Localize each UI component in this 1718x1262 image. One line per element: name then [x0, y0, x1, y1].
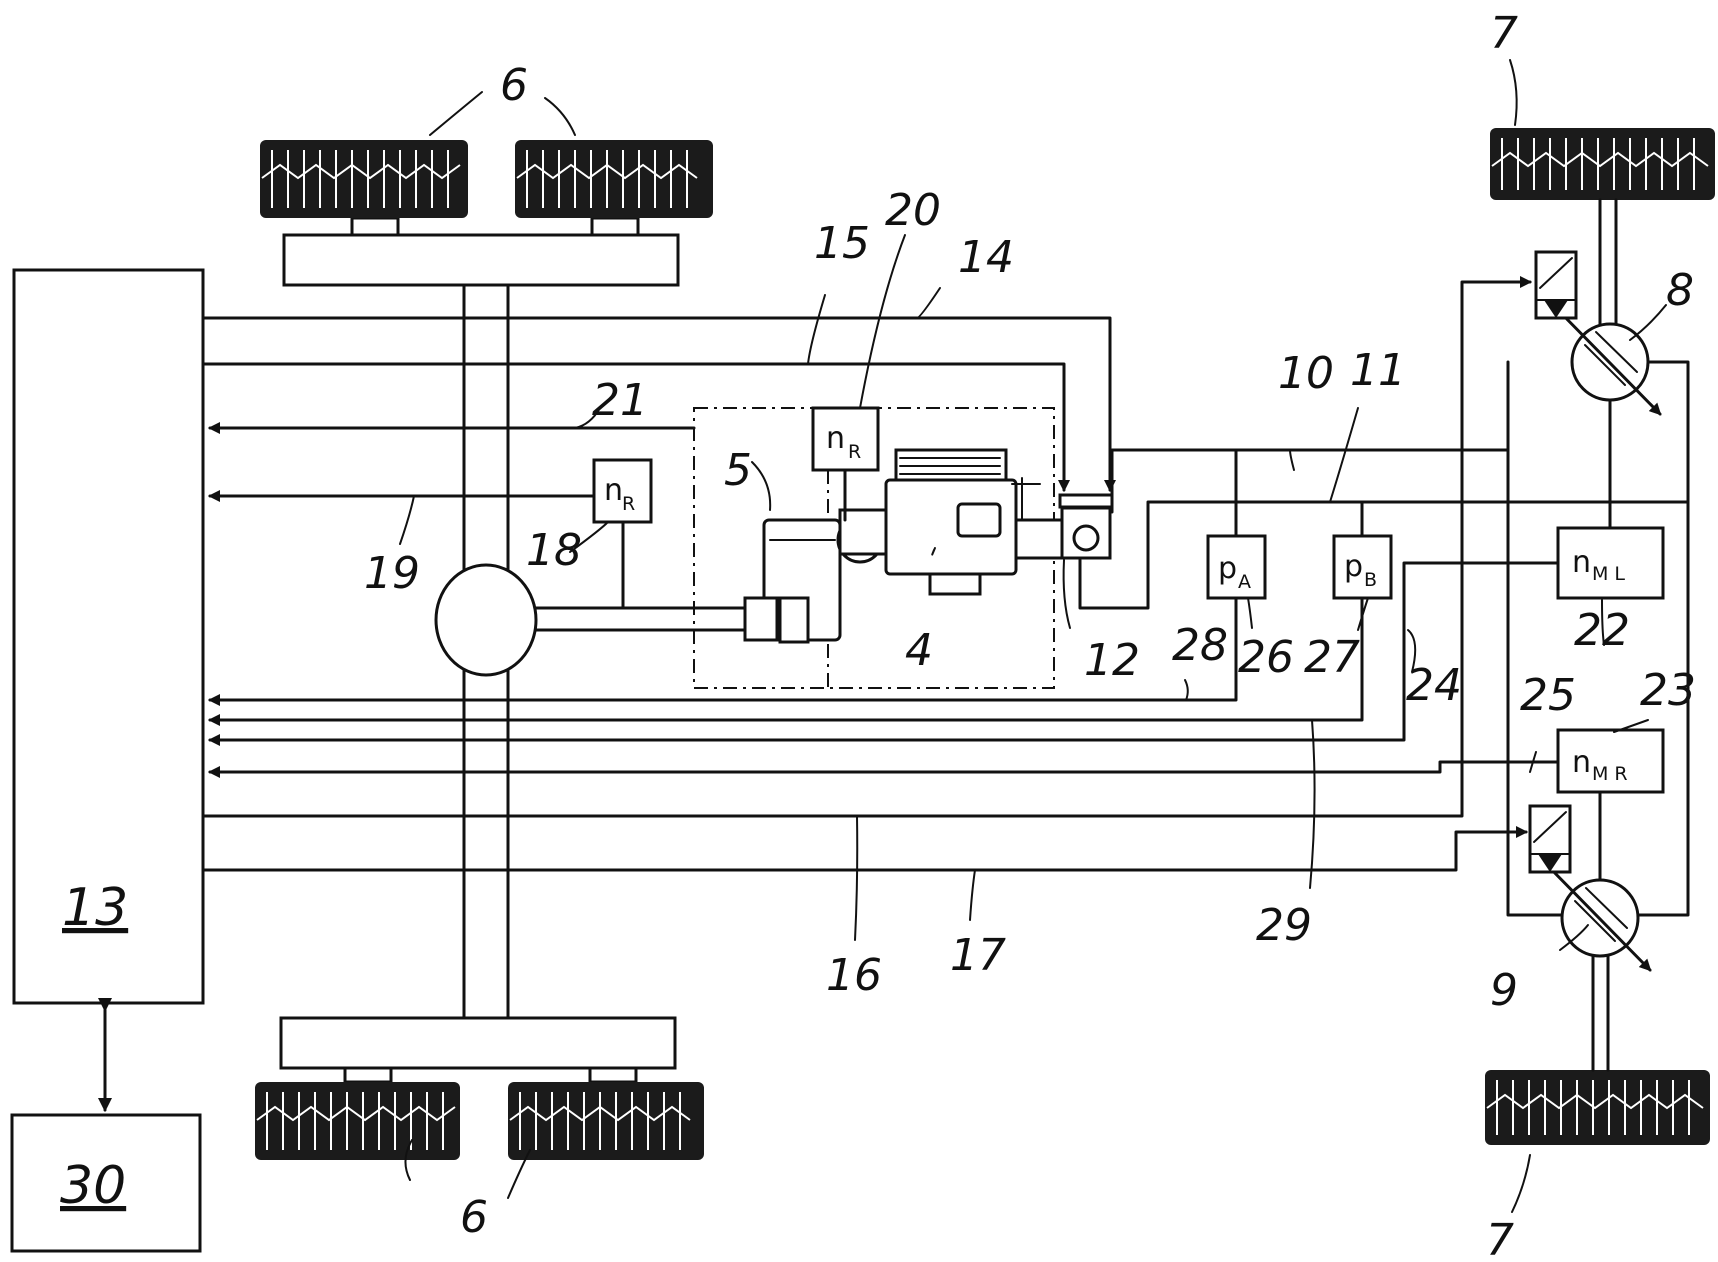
label-25: 25	[1520, 670, 1576, 721]
sensor-pB-sub: B	[1364, 569, 1377, 591]
label-26: 26	[1238, 632, 1294, 683]
rear-axle-bottom-beam	[281, 1018, 675, 1068]
sensor-nR-18-sub: R	[622, 493, 635, 515]
label-29: 29	[1256, 900, 1312, 951]
label-9: 9	[1490, 965, 1518, 1016]
rear-axle-top-beam	[284, 235, 678, 285]
label-21: 21	[592, 375, 648, 426]
hub-bottom-right	[590, 1068, 636, 1082]
sensor-nMR-main: n	[1572, 745, 1591, 780]
hub-top-left	[352, 218, 398, 235]
hydraulic-motor-9	[1548, 866, 1650, 970]
label-8: 8	[1666, 265, 1694, 316]
tire-6-bottom-right	[508, 1082, 704, 1160]
sensor-pA-sub: A	[1238, 571, 1251, 593]
label-4: 4	[905, 625, 933, 676]
label-12: 12	[1084, 635, 1140, 686]
hub-top-right	[592, 218, 638, 235]
label-11: 11	[1350, 345, 1406, 396]
label-18: 18	[526, 525, 582, 576]
label-14: 14	[958, 232, 1014, 283]
label-7-top: 7	[1490, 8, 1518, 59]
sensor-nR-20	[813, 408, 878, 470]
sensor-nR-20-main: n	[826, 421, 845, 456]
label-24: 24	[1406, 660, 1462, 711]
label-19: 19	[364, 548, 420, 599]
line-25	[210, 762, 1558, 772]
label-16: 16	[826, 950, 882, 1001]
hydraulic-loop-right	[1638, 362, 1688, 915]
label-27: 27	[1304, 632, 1360, 683]
tire-6-bottom-left	[255, 1082, 460, 1160]
sensor-nML-main: n	[1572, 545, 1591, 580]
line-17	[203, 832, 1526, 870]
label-15: 15	[814, 218, 870, 269]
label-6-top: 6	[500, 60, 528, 111]
label-17: 17	[950, 930, 1006, 981]
differential	[436, 565, 536, 675]
control-valve-bottom	[1530, 806, 1570, 872]
sensor-nMR-sub: M R	[1592, 763, 1628, 785]
hydraulic-motor-8	[1558, 310, 1660, 414]
hydraulic-pump-12	[1016, 495, 1112, 558]
label-7-bottom: 7	[1486, 1215, 1514, 1262]
label-23: 23	[1640, 665, 1696, 716]
label-6-bottom: 6	[460, 1192, 488, 1243]
label-5: 5	[724, 445, 752, 496]
sensor-nML-sub: M L	[1592, 563, 1625, 585]
tire-6-top-right	[515, 140, 713, 218]
engine-4	[840, 450, 1040, 594]
tire-7-bottom	[1485, 1070, 1710, 1145]
label-10: 10	[1278, 348, 1334, 399]
sensor-pB-main: p	[1344, 549, 1363, 584]
control-valve-top	[1536, 252, 1576, 318]
sensor-pA-main: p	[1218, 551, 1237, 586]
label-28: 28	[1172, 620, 1228, 671]
label-30: 30	[60, 1156, 126, 1216]
tire-6-top-left	[260, 140, 468, 218]
label-22: 22	[1574, 605, 1630, 656]
sensor-nR-20-sub: R	[848, 441, 861, 463]
tire-7-top	[1490, 128, 1715, 200]
hub-bottom-left	[345, 1068, 391, 1082]
label-20: 20	[885, 185, 941, 236]
sensor-nR-18-main: n	[604, 473, 623, 508]
label-13: 13	[62, 878, 128, 938]
line-28	[210, 598, 1236, 700]
